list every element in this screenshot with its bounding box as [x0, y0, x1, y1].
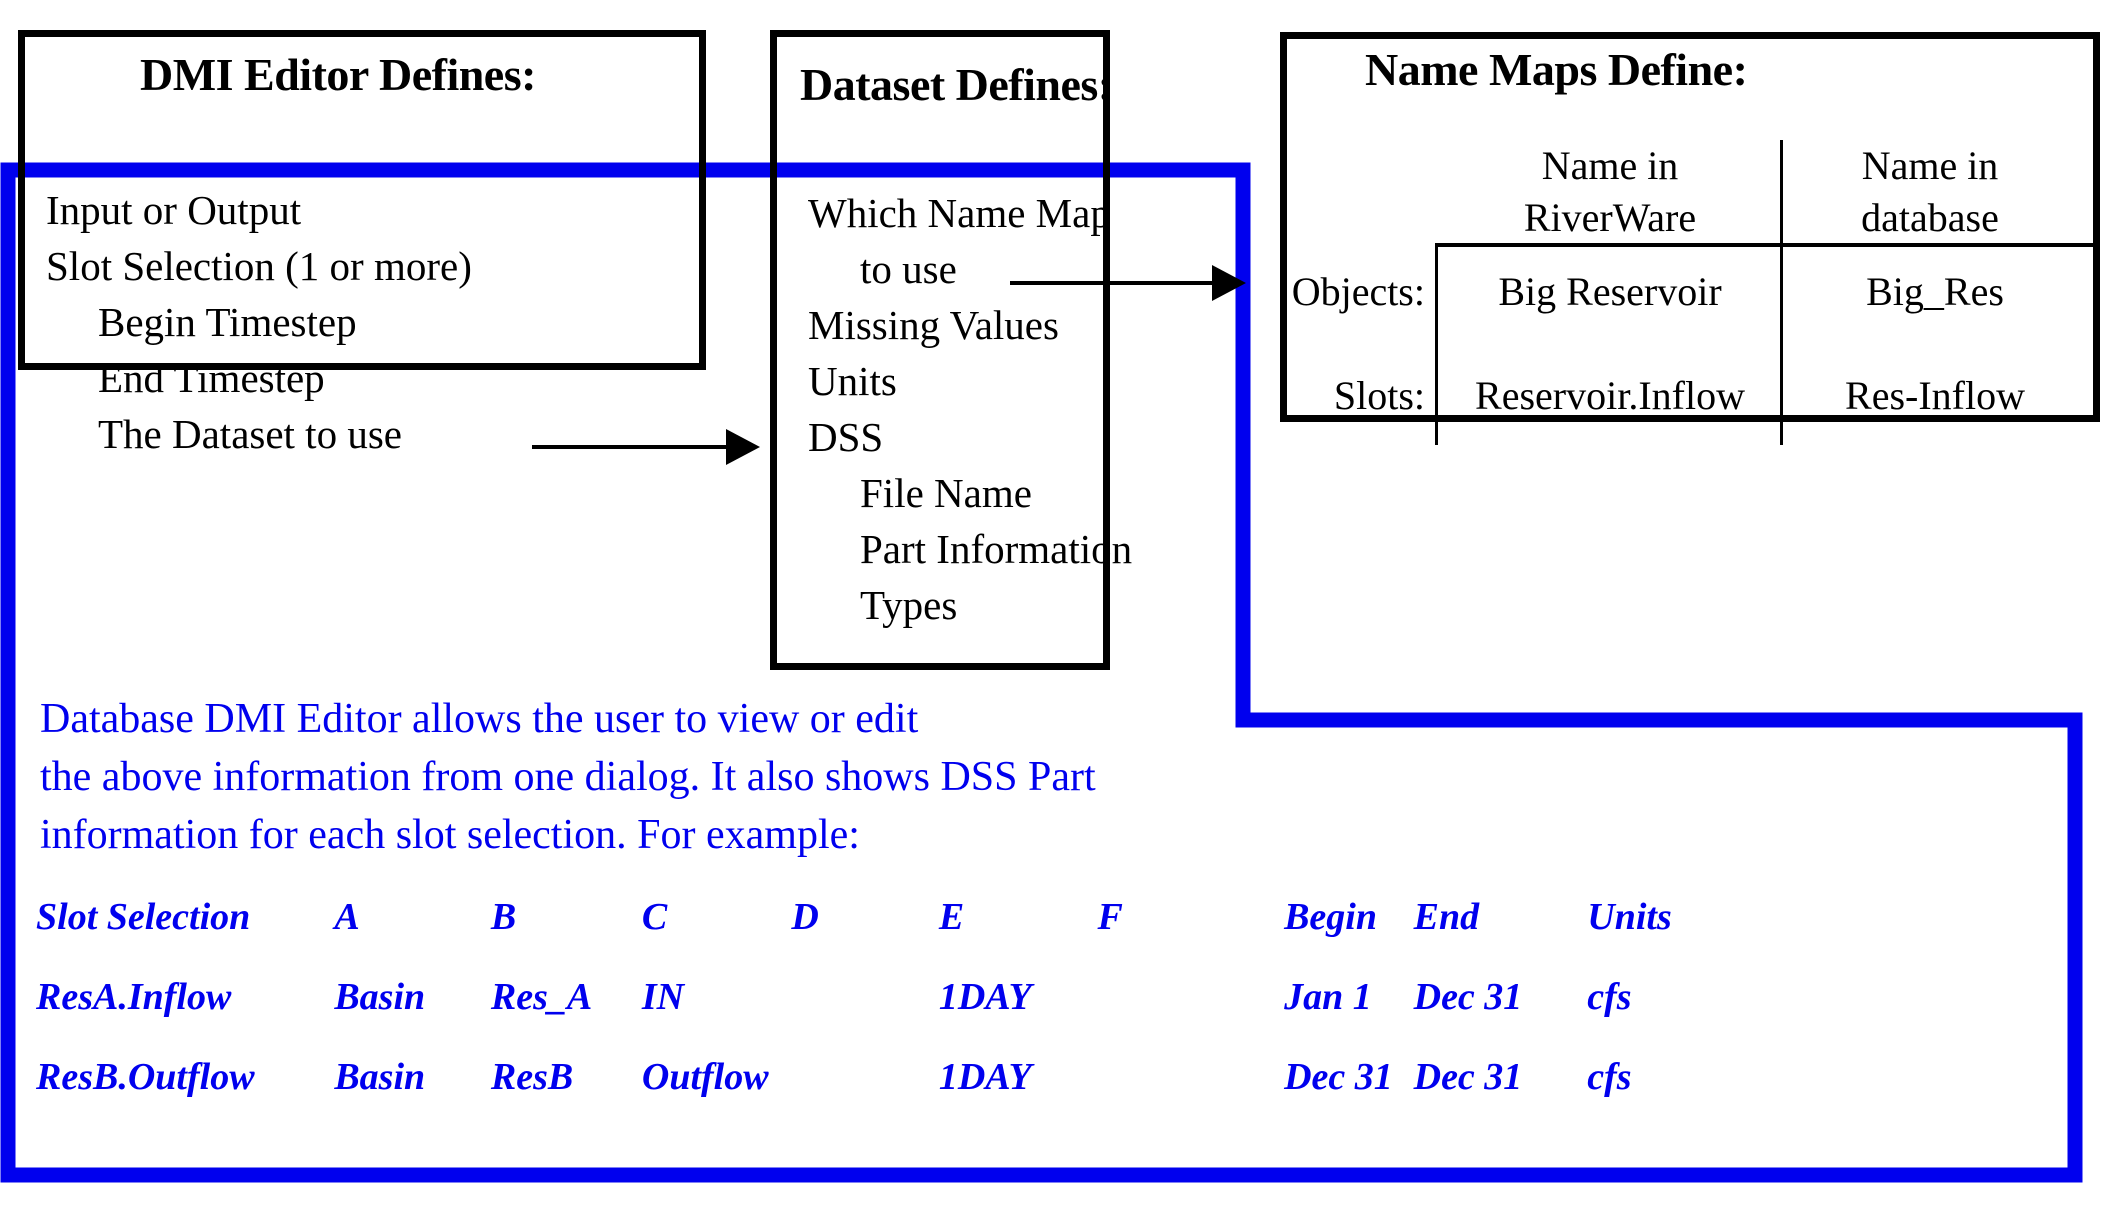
- row0-end: Dec 31: [1413, 976, 1523, 1018]
- row0-c: IN: [641, 976, 685, 1018]
- dataset-arrow-head-icon: [726, 429, 760, 465]
- row1-a: Basin: [334, 1056, 426, 1098]
- name-maps-col-header-database: Name in database: [1861, 143, 1999, 240]
- name-maps-box: [1280, 32, 2100, 422]
- namemap-arrow-head-icon: [1212, 265, 1246, 301]
- header-c: C: [641, 896, 668, 938]
- dataset-line-to-use: to use: [860, 246, 957, 292]
- dmi-line-begin-timestep: Begin Timestep: [98, 299, 357, 345]
- name-maps-row-label-objects: Objects:: [1291, 269, 1425, 314]
- name-maps-cell-slots-riverware: Reservoir.Inflow: [1475, 373, 1745, 418]
- header-b: B: [490, 896, 517, 938]
- name-maps-cell-objects-database: Big_Res: [1866, 269, 2004, 314]
- dmi-editor-title: DMI Editor Defines:: [140, 49, 536, 100]
- name-maps-table: Name in RiverWare Name in database Objec…: [1292, 140, 2095, 445]
- dataset-line-units: Units: [808, 358, 897, 404]
- dataset-box: [770, 30, 1110, 670]
- dss-part-example-table: Slot Selection A B C D E F Begin End Uni…: [36, 895, 1736, 1135]
- row0-units: cfs: [1587, 976, 1632, 1018]
- name-maps-column-rule: [1780, 140, 1783, 445]
- row1-f: [1097, 1055, 1284, 1135]
- header-e: E: [938, 896, 965, 938]
- row0-e: 1DAY: [938, 976, 1032, 1018]
- row1-c: Outflow: [641, 1056, 769, 1098]
- namemap-arrow-shaft: [1010, 281, 1220, 285]
- name-maps-col-header-riverware: Name in RiverWare: [1523, 143, 1697, 240]
- name-maps-title: Name Maps Define:: [1365, 44, 1748, 95]
- dmi-editor-list: Input or Output Slot Selection (1 or mor…: [46, 182, 472, 462]
- dataset-title: Dataset Defines:: [800, 59, 1113, 110]
- name-maps-header-rule: [1435, 243, 2095, 247]
- header-d: D: [791, 896, 819, 938]
- dataset-line-types: Types: [860, 582, 958, 628]
- row1-e: 1DAY: [938, 1056, 1032, 1098]
- row1-slot-selection: ResB.Outflow: [36, 1056, 255, 1098]
- name-maps-cell-slots-database: Res-Inflow: [1845, 373, 2025, 418]
- table-row: ResA.Inflow Basin Res_A IN 1DAY Jan 1 De…: [36, 975, 1736, 1055]
- row0-slot-selection: ResA.Inflow: [36, 976, 232, 1018]
- row1-d: [791, 1055, 938, 1135]
- blue-explanation-note: Database DMI Editor allows the user to v…: [40, 696, 1096, 858]
- row0-begin: Jan 1: [1284, 976, 1372, 1018]
- header-a: A: [334, 896, 360, 938]
- header-begin: Begin: [1284, 896, 1377, 938]
- dataset-line-part-information: Part Information: [860, 526, 1133, 572]
- table-header-row: Slot Selection A B C D E F Begin End Uni…: [36, 895, 1736, 975]
- name-maps-cell-objects-riverware: Big Reservoir: [1498, 269, 1722, 314]
- row0-b: Res_A: [490, 976, 593, 1018]
- dmi-line-end-timestep: End Timestep: [98, 355, 325, 401]
- name-maps-label-rule: [1435, 245, 1438, 445]
- dataset-line-missing-values: Missing Values: [808, 302, 1059, 348]
- row1-units: cfs: [1587, 1056, 1632, 1098]
- dmi-line-slot-selection: Slot Selection (1 or more): [46, 243, 472, 289]
- row1-begin: Dec 31: [1284, 1056, 1393, 1098]
- header-end: End: [1413, 896, 1480, 938]
- dmi-editor-box: [18, 30, 706, 370]
- dataset-line-file-name: File Name: [860, 470, 1032, 516]
- header-slot-selection: Slot Selection: [36, 896, 251, 938]
- dataset-arrow-shaft: [532, 445, 732, 449]
- row1-end: Dec 31: [1413, 1056, 1523, 1098]
- row0-a: Basin: [334, 976, 426, 1018]
- table-row: ResB.Outflow Basin ResB Outflow 1DAY Dec…: [36, 1055, 1736, 1135]
- row1-b: ResB: [490, 1056, 574, 1098]
- dataset-line-which-name-map: Which Name Map: [808, 190, 1111, 236]
- row0-f: [1097, 975, 1284, 1055]
- header-f: F: [1097, 896, 1123, 938]
- dataset-list: Which Name Map to use Missing Values Uni…: [808, 185, 1132, 633]
- dmi-line-dataset-to-use: The Dataset to use: [98, 411, 402, 457]
- dataset-line-dss: DSS: [808, 414, 884, 460]
- dmi-line-input-or-output: Input or Output: [46, 187, 302, 233]
- header-units: Units: [1587, 896, 1672, 938]
- row0-d: [791, 975, 938, 1055]
- name-maps-row-label-slots: Slots:: [1333, 373, 1425, 418]
